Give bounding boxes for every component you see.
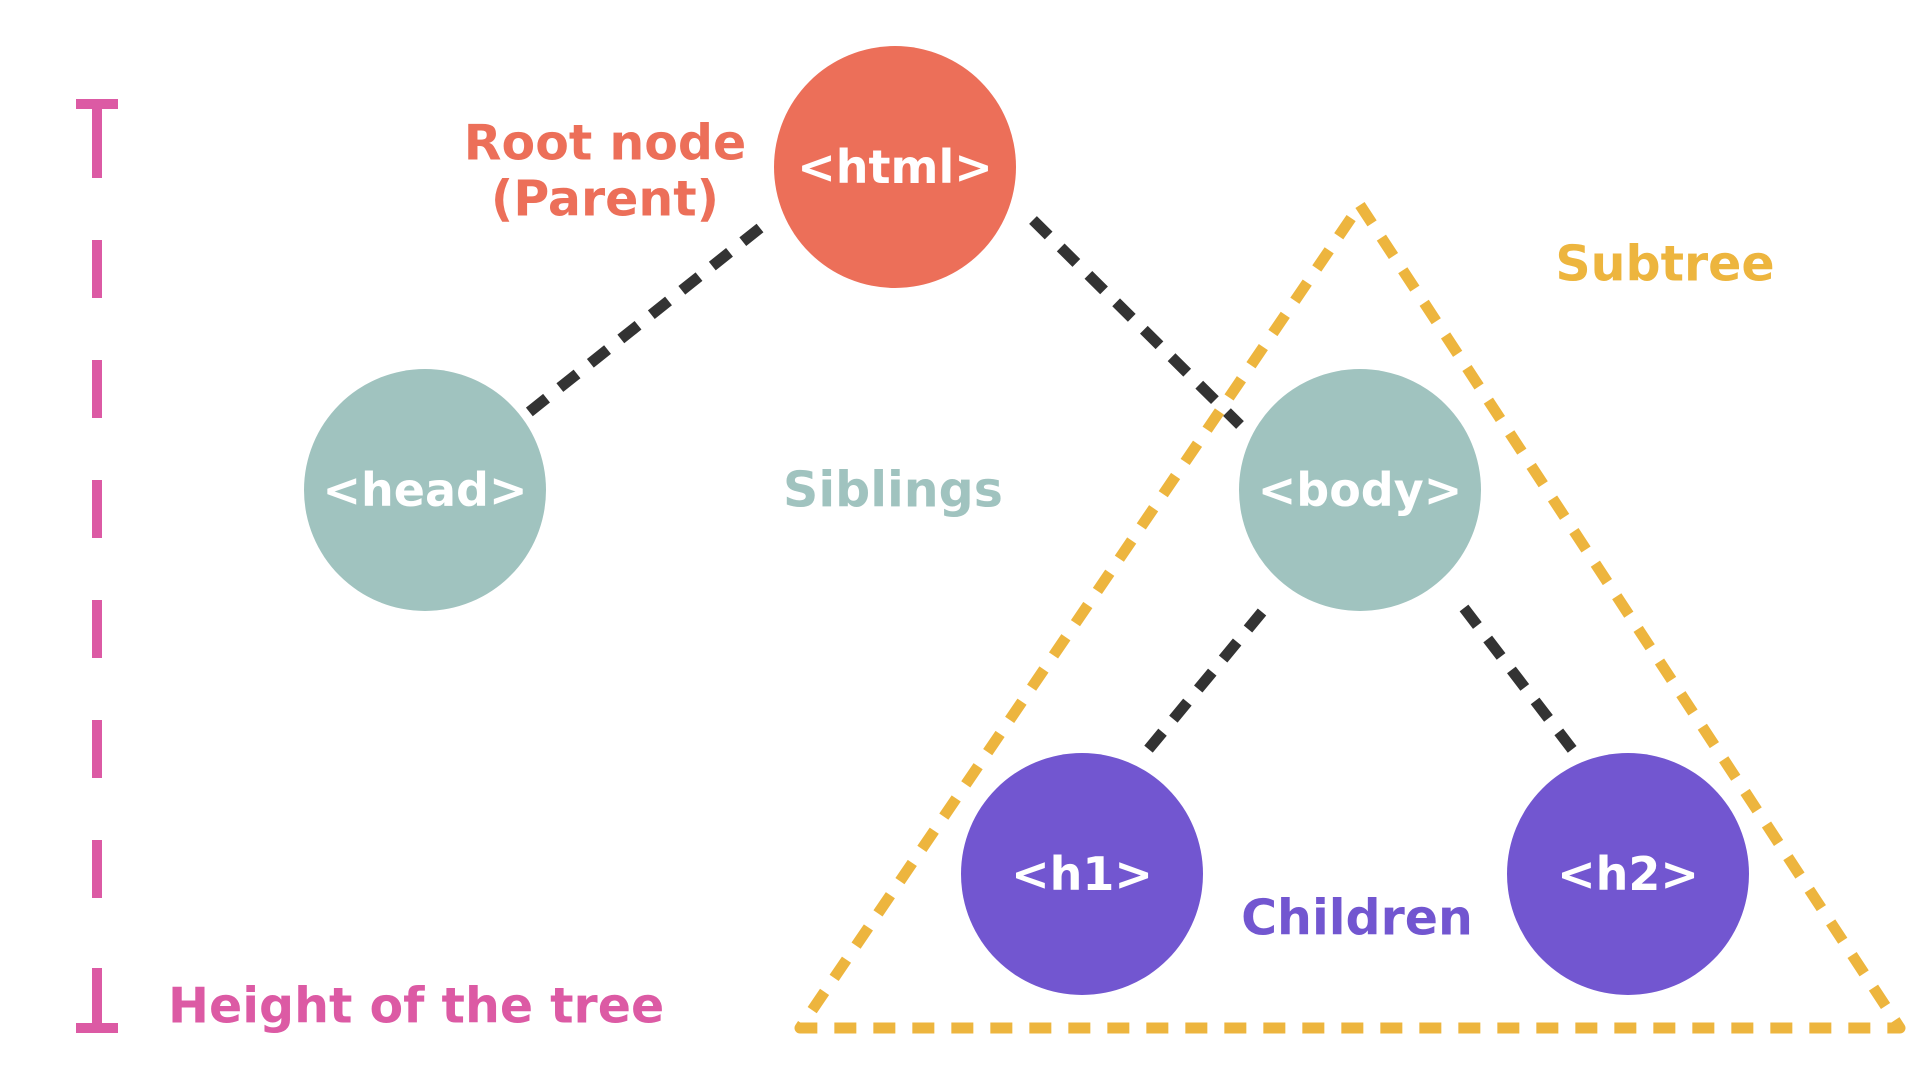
edge-html-head bbox=[524, 223, 764, 418]
edge-body-h1 bbox=[1137, 608, 1267, 761]
node-head: <head> bbox=[304, 369, 546, 611]
siblings-label: Siblings bbox=[783, 462, 1003, 519]
node-h1: <h1> bbox=[961, 753, 1203, 995]
edge-html-body bbox=[1029, 216, 1244, 429]
root-node-label: Root node bbox=[464, 115, 746, 172]
subtree-triangle bbox=[794, 199, 1906, 1034]
node-h2-circle bbox=[1507, 753, 1749, 995]
node-html: <html> bbox=[774, 46, 1016, 288]
node-html-label: <html> bbox=[797, 140, 993, 194]
children-label: Children bbox=[1241, 890, 1473, 947]
node-body: <body> bbox=[1239, 369, 1481, 611]
node-h1-circle bbox=[961, 753, 1203, 995]
node-h2-label: <h2> bbox=[1557, 847, 1699, 901]
node-h2: <h2> bbox=[1507, 753, 1749, 995]
node-html-circle bbox=[774, 46, 1016, 288]
node-h1-label: <h1> bbox=[1011, 847, 1153, 901]
subtree-label: Subtree bbox=[1555, 236, 1774, 293]
edge-body-h2 bbox=[1459, 604, 1583, 761]
parent-label: (Parent) bbox=[491, 171, 719, 228]
node-head-label: <head> bbox=[322, 463, 527, 517]
node-body-label: <body> bbox=[1258, 463, 1463, 517]
node-body-circle bbox=[1239, 369, 1481, 611]
node-head-circle bbox=[304, 369, 546, 611]
height-indicator bbox=[76, 99, 118, 1033]
height-of-tree-label: Height of the tree bbox=[168, 978, 664, 1035]
